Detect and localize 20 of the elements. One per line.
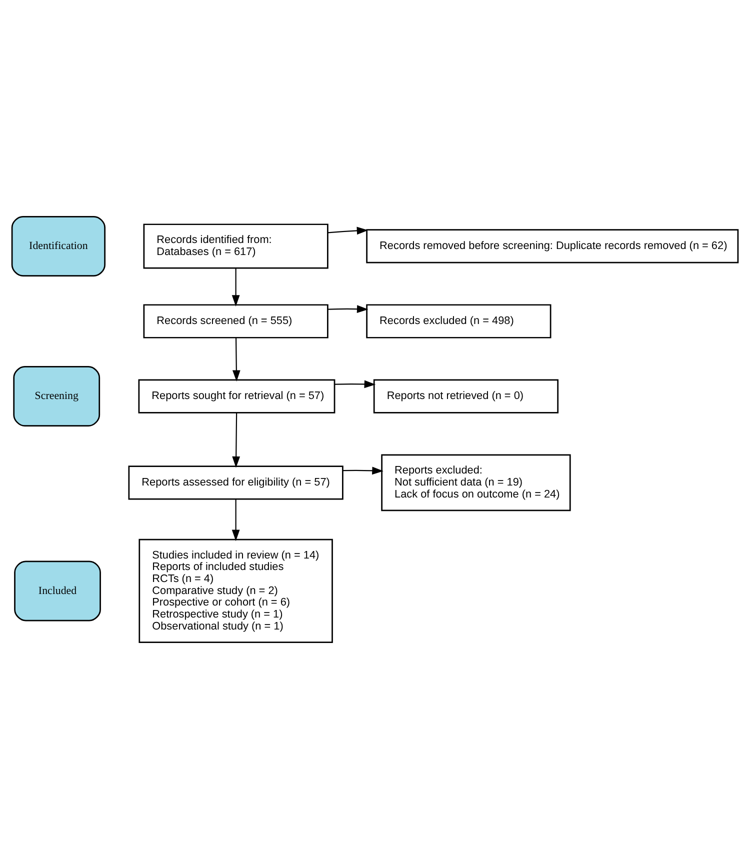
arrow	[232, 412, 240, 468]
arrow	[232, 268, 240, 306]
node-box: Records identified from: Databases (n = 617)	[143, 223, 328, 268]
node-box: Studies included in review (n = 14) Reports of included studies RCTs (n = 4) Comparative study (n = 2) Prospective or cohort (n = 6) Retrospective study (n = 1) Observational study (n = 1)	[138, 538, 333, 643]
arrow	[334, 380, 376, 388]
node-box: Records excluded (n = 498)	[366, 304, 552, 338]
arrow	[232, 337, 240, 382]
node-box: Identification	[11, 215, 106, 276]
node-box: Reports excluded: Not sufficient data (n = 19) Lack of focus on outcome (n = 24)	[381, 454, 571, 511]
node-box: Screening	[13, 366, 100, 426]
arrow	[342, 466, 384, 474]
node-box: Reports not retrieved (n = 0)	[373, 378, 559, 413]
node-box: Included	[14, 560, 101, 621]
node-box: Reports sought for retrieval (n = 57)	[138, 378, 336, 413]
arrow	[232, 498, 240, 541]
arrow	[328, 226, 368, 234]
node-box: Records screened (n = 555)	[143, 304, 328, 338]
node-box: Records removed before screening: Duplicate records removed (n = 62)	[366, 228, 739, 263]
arrow	[328, 304, 368, 313]
node-box: Reports assessed for eligibility (n = 57)	[128, 465, 344, 500]
